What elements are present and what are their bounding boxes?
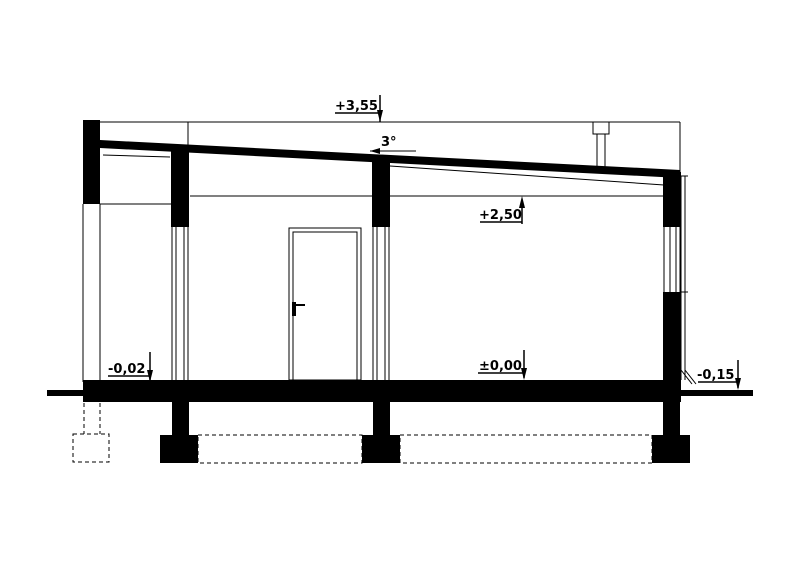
left-column-head — [171, 150, 189, 227]
level-marker-floor: ±0,00 — [478, 350, 527, 380]
downpipe — [680, 369, 697, 385]
level-label-floor: ±0,00 — [479, 359, 522, 374]
level-label-top: +3,55 — [335, 99, 378, 114]
middle-window-opening — [372, 227, 390, 380]
right-column-head — [663, 172, 681, 227]
roof-outline — [83, 121, 681, 205]
terrace-footing-dashed — [72, 396, 110, 463]
footing-right — [652, 435, 690, 463]
footing-left — [160, 435, 198, 463]
right-wall — [663, 292, 681, 382]
left-parapet — [83, 120, 100, 204]
left-window-opening — [171, 227, 189, 380]
foundation-middle — [373, 402, 390, 436]
ground-beam-dashed — [197, 434, 653, 464]
level-label-ground: -0,15 — [697, 368, 734, 383]
slope-label: 3° — [381, 135, 397, 150]
ground-line — [47, 390, 83, 396]
slope-marker: 3° — [370, 135, 416, 154]
level-marker-ground: -0,15 — [697, 360, 741, 390]
level-marker-ceiling: +2,50 — [479, 196, 525, 224]
foundation-right — [663, 402, 680, 436]
right-window — [663, 175, 688, 380]
floor-slab — [83, 380, 681, 402]
middle-column-head — [372, 158, 390, 227]
level-marker-terrace: -0,02 — [108, 352, 153, 382]
level-marker-top: +3,55 — [335, 95, 383, 122]
ground-line-right — [681, 390, 753, 396]
vent-pipe — [592, 121, 610, 170]
level-label-terrace: -0,02 — [108, 362, 145, 377]
level-label-ceiling: +2,50 — [479, 208, 522, 223]
door — [288, 227, 362, 381]
foundation-left — [172, 402, 189, 436]
footing-middle — [362, 435, 400, 463]
